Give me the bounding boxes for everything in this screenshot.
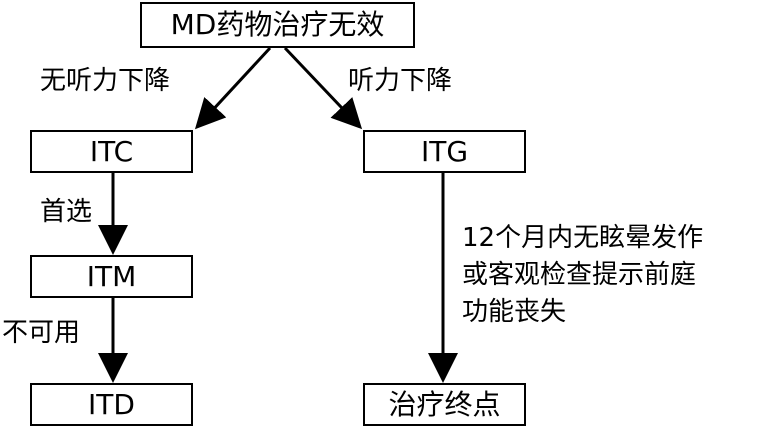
edge-label-no-hearing-loss: 无听力下降 [40, 66, 171, 96]
edge-label-hearing-loss: 听力下降 [348, 66, 453, 96]
edge-label-first-choice: 首选 [40, 197, 93, 227]
arrow-top-to-itg [283, 46, 363, 130]
node-itg: ITG [363, 130, 526, 173]
node-itd: ITD [30, 383, 193, 426]
criteria-line-3: 功能丧失 [462, 297, 567, 327]
arrow-top-to-itc [194, 46, 272, 130]
criteria-line-1: 12个月内无眩晕发作 [462, 223, 704, 253]
edge-label-endpoint-criteria: 12个月内无眩晕发作 或客观检查提示前庭 功能丧失 [462, 220, 703, 331]
edge-label-unavailable: 不可用 [2, 318, 81, 348]
node-itm: ITM [30, 255, 193, 298]
criteria-line-2: 或客观检查提示前庭 [462, 260, 697, 290]
node-md-treatment-failed: MD药物治疗无效 [140, 2, 415, 48]
node-itc: ITC [30, 130, 193, 173]
node-treatment-endpoint: 治疗终点 [363, 383, 526, 426]
